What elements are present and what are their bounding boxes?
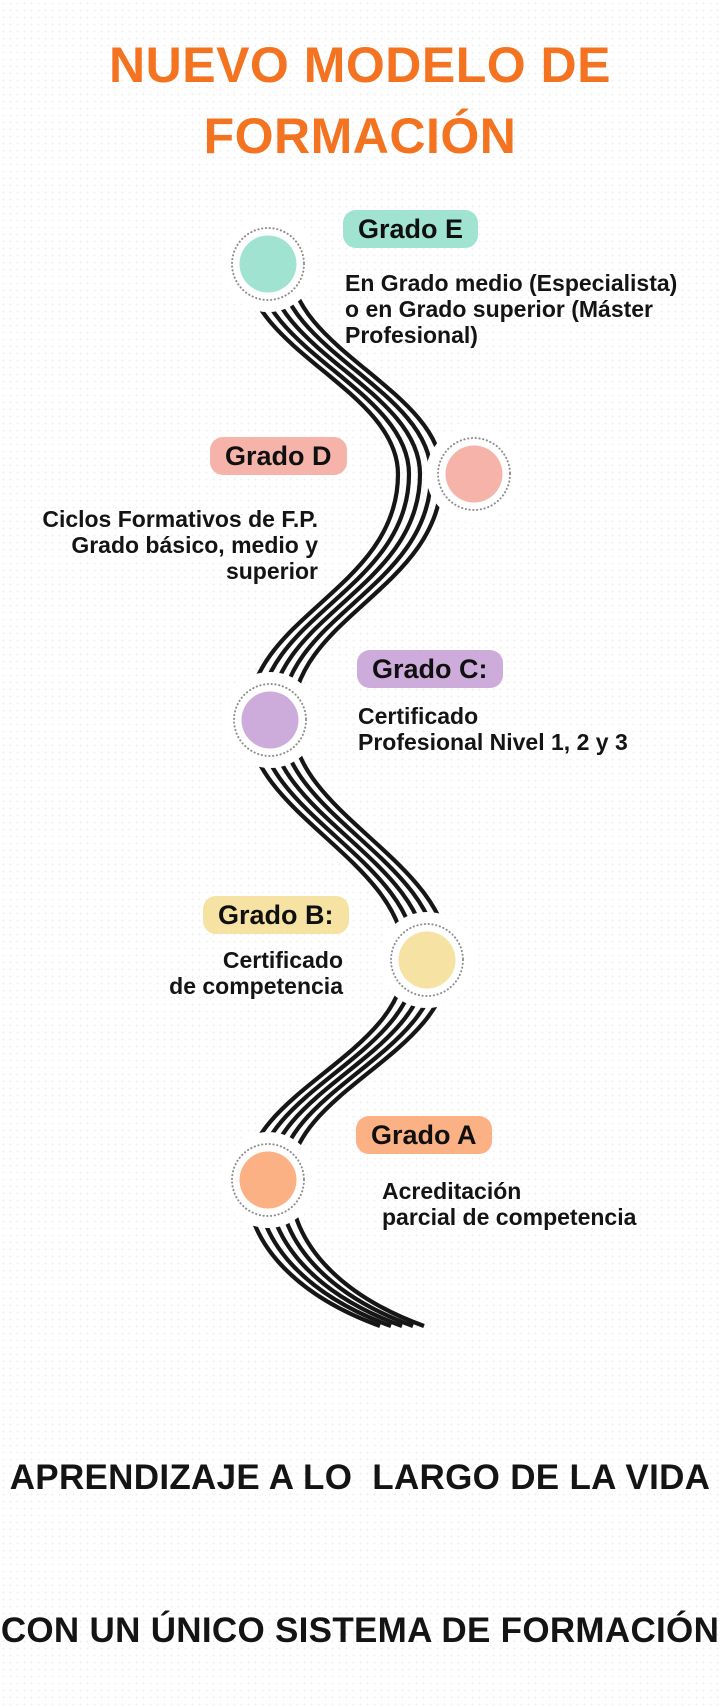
grade-dot-b bbox=[398, 931, 456, 989]
grade-desc-e-line-1: En Grado medio (Especialista) bbox=[345, 270, 678, 296]
grade-dot-e bbox=[239, 235, 297, 293]
grade-desc-d: Ciclos Formativos de F.P. Grado básico, … bbox=[0, 506, 318, 584]
grade-desc-a: Acreditación parcial de competencia bbox=[382, 1178, 636, 1230]
footer-line-1: APRENDIZAJE A LO LARGO DE LA VIDA bbox=[9, 1458, 711, 1497]
node-dotted-ring-d bbox=[437, 437, 511, 511]
node-dotted-ring-b bbox=[390, 923, 464, 997]
page-title-line-1: NUEVO MODELO DE bbox=[109, 37, 611, 93]
grade-desc-d-line-1: Ciclos Formativos de F.P. bbox=[42, 506, 318, 532]
grade-node-c bbox=[222, 672, 318, 768]
grade-desc-d-line-3: superior bbox=[225, 558, 318, 584]
grade-desc-a-line-2: parcial de competencia bbox=[382, 1204, 637, 1230]
grade-desc-b-line-1: Certificado bbox=[222, 947, 343, 973]
grade-desc-c: Certificado Profesional Nivel 1, 2 y 3 bbox=[358, 703, 628, 755]
grade-desc-e-line-3: Profesional) bbox=[345, 322, 478, 348]
flow-diagram bbox=[220, 216, 522, 1328]
grade-badge-c: Grado C: bbox=[357, 650, 503, 688]
grade-dot-d bbox=[445, 445, 503, 503]
grade-desc-e-line-2: o en Grado superior (Máster bbox=[345, 296, 654, 322]
page-title-line-2: FORMACIÓN bbox=[203, 108, 517, 164]
grade-node-e bbox=[220, 216, 316, 312]
grade-badge-b: Grado B: bbox=[203, 896, 349, 934]
grade-dot-c bbox=[241, 691, 299, 749]
grade-desc-b-line-2: de competencia bbox=[169, 973, 343, 999]
grade-badge-d: Grado D bbox=[210, 437, 347, 475]
node-dotted-ring-e bbox=[231, 227, 305, 301]
grade-desc-c-line-1: Certificado bbox=[358, 703, 479, 729]
grade-desc-d-line-2: Grado básico, medio y bbox=[71, 532, 318, 558]
grade-desc-c-line-2: Profesional Nivel 1, 2 y 3 bbox=[358, 729, 628, 755]
grade-node-d bbox=[426, 426, 522, 522]
grade-node-a bbox=[220, 1132, 316, 1228]
node-dotted-ring-a bbox=[231, 1143, 305, 1217]
footer-text: APRENDIZAJE A LO LARGO DE LA VIDA CON UN… bbox=[0, 1350, 720, 1707]
grade-badge-e: Grado E bbox=[343, 210, 479, 248]
footer-line-2: CON UN ÚNICO SISTEMA DE FORMACIÓN bbox=[0, 1611, 720, 1650]
node-dotted-ring-c bbox=[233, 683, 307, 757]
page-title: NUEVO MODELO DE FORMACIÓN bbox=[0, 30, 720, 172]
grade-dot-a bbox=[239, 1151, 297, 1209]
grade-badge-a: Grado A bbox=[356, 1116, 492, 1154]
grade-desc-b: Certificado de competencia bbox=[0, 947, 343, 999]
grade-node-b bbox=[379, 912, 475, 1008]
grade-desc-a-line-1: Acreditación bbox=[382, 1178, 522, 1204]
grade-desc-e: En Grado medio (Especialista) o en Grado… bbox=[345, 270, 677, 348]
